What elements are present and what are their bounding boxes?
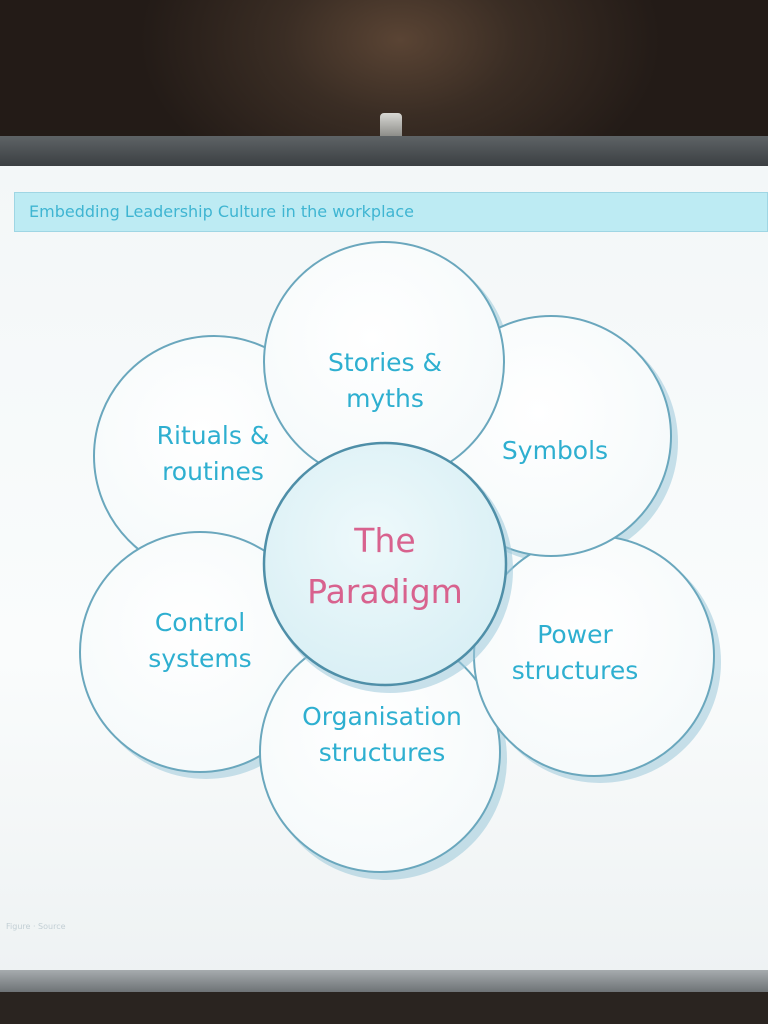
- projector-screen-bottom-bar: [0, 970, 768, 992]
- label-organisation-structures: Organisation structures: [282, 699, 482, 772]
- label-power-structures-line2: structures: [511, 656, 639, 686]
- label-control-systems: Control systems: [115, 605, 285, 678]
- label-stories-myths: Stories & myths: [300, 345, 470, 418]
- label-rituals-routines-line1: Rituals &: [156, 421, 270, 450]
- label-control-systems-line1: Control: [154, 608, 246, 637]
- label-the-paradigm-line2: Paradigm: [307, 572, 463, 612]
- room-floor-edge: [0, 990, 768, 1024]
- label-power-structures-line1: Power: [537, 620, 613, 649]
- label-rituals-routines: Rituals & routines: [128, 418, 298, 491]
- projector-screen-hook: [380, 113, 402, 137]
- label-power-structures: Power structures: [490, 617, 660, 690]
- label-symbols-line1: Symbols: [501, 436, 609, 465]
- slide-footnote: Figure · Source: [6, 922, 66, 931]
- label-organisation-structures-line2: structures: [318, 738, 446, 768]
- label-symbols: Symbols: [470, 433, 640, 469]
- label-stories-myths-line2: myths: [346, 384, 424, 414]
- label-rituals-routines-line2: routines: [162, 457, 264, 487]
- projector-screen-top-bar: [0, 136, 768, 166]
- label-the-paradigm: The Paradigm: [290, 515, 480, 617]
- circle-the-paradigm: [262, 441, 508, 687]
- slide-title: Embedding Leadership Culture in the work…: [29, 202, 414, 221]
- label-control-systems-line2: systems: [148, 644, 252, 674]
- slide-title-band: Embedding Leadership Culture in the work…: [14, 192, 768, 232]
- label-stories-myths-line1: Stories &: [327, 348, 443, 377]
- label-the-paradigm-line1: The: [354, 521, 416, 560]
- label-organisation-structures-line1: Organisation: [302, 702, 462, 731]
